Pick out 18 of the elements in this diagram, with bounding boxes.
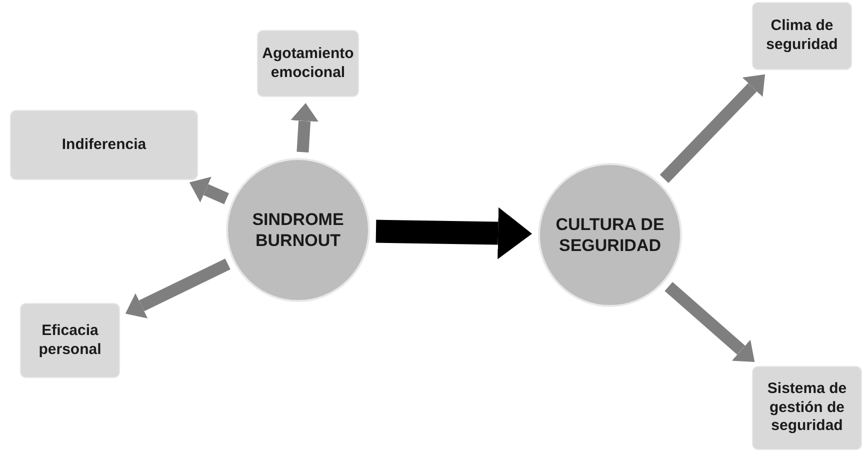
block-arrow: [189, 176, 229, 204]
concept-box: [20, 303, 120, 378]
block-arrow: [376, 207, 532, 260]
concept-box: [257, 30, 359, 97]
node-label: CULTURA DE SEGURIDAD: [554, 214, 666, 256]
node-label: Sistema de gestión de seguridad: [766, 380, 848, 436]
block-arrow: [125, 258, 230, 318]
block-arrow: [290, 103, 319, 152]
block-arrow: [664, 282, 755, 362]
block-arrow: [660, 74, 766, 184]
concept-box: [752, 366, 862, 450]
concept-box: [10, 110, 198, 180]
node-label: Clima de seguridad: [765, 17, 839, 55]
node-label: Indiferencia: [62, 136, 146, 154]
node-label: SINDROME BURNOUT: [251, 208, 345, 252]
node-label: Eficacia personal: [38, 322, 102, 360]
node-label: Agotamiento emocional: [262, 44, 354, 82]
concept-box: [752, 2, 852, 70]
